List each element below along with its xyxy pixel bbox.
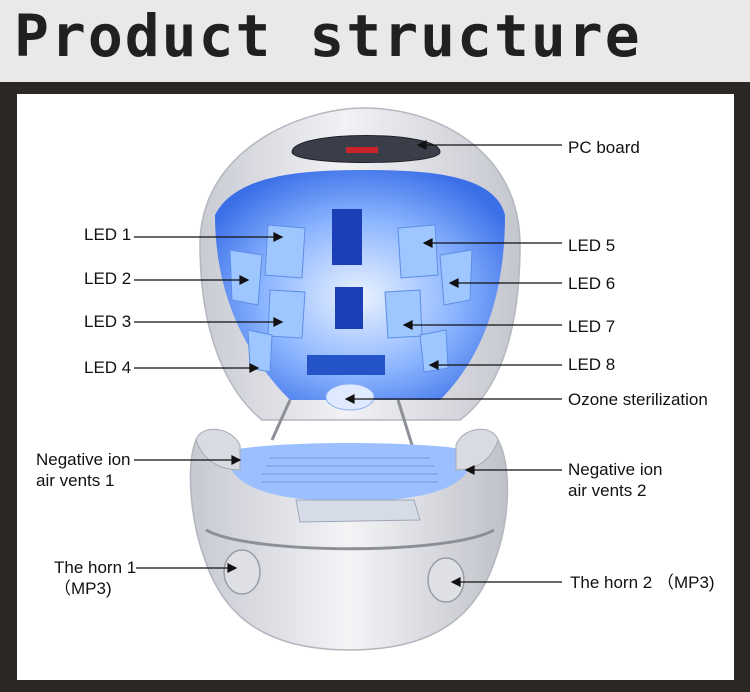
label-led8: LED 8 <box>568 355 616 374</box>
arrowhead <box>249 363 260 373</box>
arrowhead <box>450 577 461 587</box>
led-panel-3 <box>267 289 306 339</box>
center-led-panel-top <box>332 209 362 265</box>
label-led7: LED 7 <box>568 317 616 336</box>
header-banner: Product structure <box>0 0 750 80</box>
hinge-left <box>270 399 292 441</box>
label-neg-ion-2-line2: air vents 2 <box>568 481 647 500</box>
horn-2-speaker <box>427 557 465 603</box>
label-led5: LED 5 <box>568 236 616 255</box>
arrowhead <box>344 394 355 404</box>
arrowhead <box>464 465 475 475</box>
label-led1: LED 1 <box>84 225 132 244</box>
arm-right <box>455 428 499 471</box>
arrowhead <box>227 563 238 573</box>
label-neg-ion-1-line1: Negative ion <box>36 450 131 469</box>
arrowhead <box>422 238 433 248</box>
arrowhead <box>448 278 459 288</box>
center-led-panel-mid <box>335 287 363 329</box>
arrowhead <box>428 360 439 370</box>
arrowhead <box>273 232 284 242</box>
arrowhead <box>239 275 250 285</box>
arrowhead <box>402 320 413 330</box>
label-horn-1-line2: （MP3) <box>54 579 112 598</box>
label-neg-ion-1-line2: air vents 1 <box>36 471 115 490</box>
hinge-right <box>396 399 414 446</box>
label-horn-2: The horn 2 （MP3) <box>570 573 715 592</box>
led-panel-2 <box>229 249 263 306</box>
center-led-panel-bottom <box>307 355 385 375</box>
arrowhead <box>231 455 242 465</box>
label-led3: LED 3 <box>84 312 132 331</box>
pc-board-display <box>346 147 378 153</box>
page-title: Product structure <box>14 2 642 70</box>
arrowhead <box>416 140 427 150</box>
led-panel-1 <box>264 224 306 279</box>
led-panel-5 <box>397 224 439 279</box>
led-panel-8 <box>419 329 449 373</box>
label-ozone: Ozone sterilization <box>568 390 708 409</box>
label-led2: LED 2 <box>84 269 132 288</box>
arrowhead <box>273 317 284 327</box>
label-led4: LED 4 <box>84 358 132 377</box>
label-horn-1-line1: The horn 1 <box>54 558 137 577</box>
label-neg-ion-2-line1: Negative ion <box>568 460 663 479</box>
pillow <box>295 499 421 523</box>
horn-1-speaker <box>223 549 261 595</box>
led-panel-6 <box>439 249 473 306</box>
label-led6: LED 6 <box>568 274 616 293</box>
label-pc-board: PC board <box>568 138 640 157</box>
chrome-trim <box>205 528 495 551</box>
led-panel-4 <box>247 329 273 373</box>
led-panel-7 <box>384 289 423 339</box>
